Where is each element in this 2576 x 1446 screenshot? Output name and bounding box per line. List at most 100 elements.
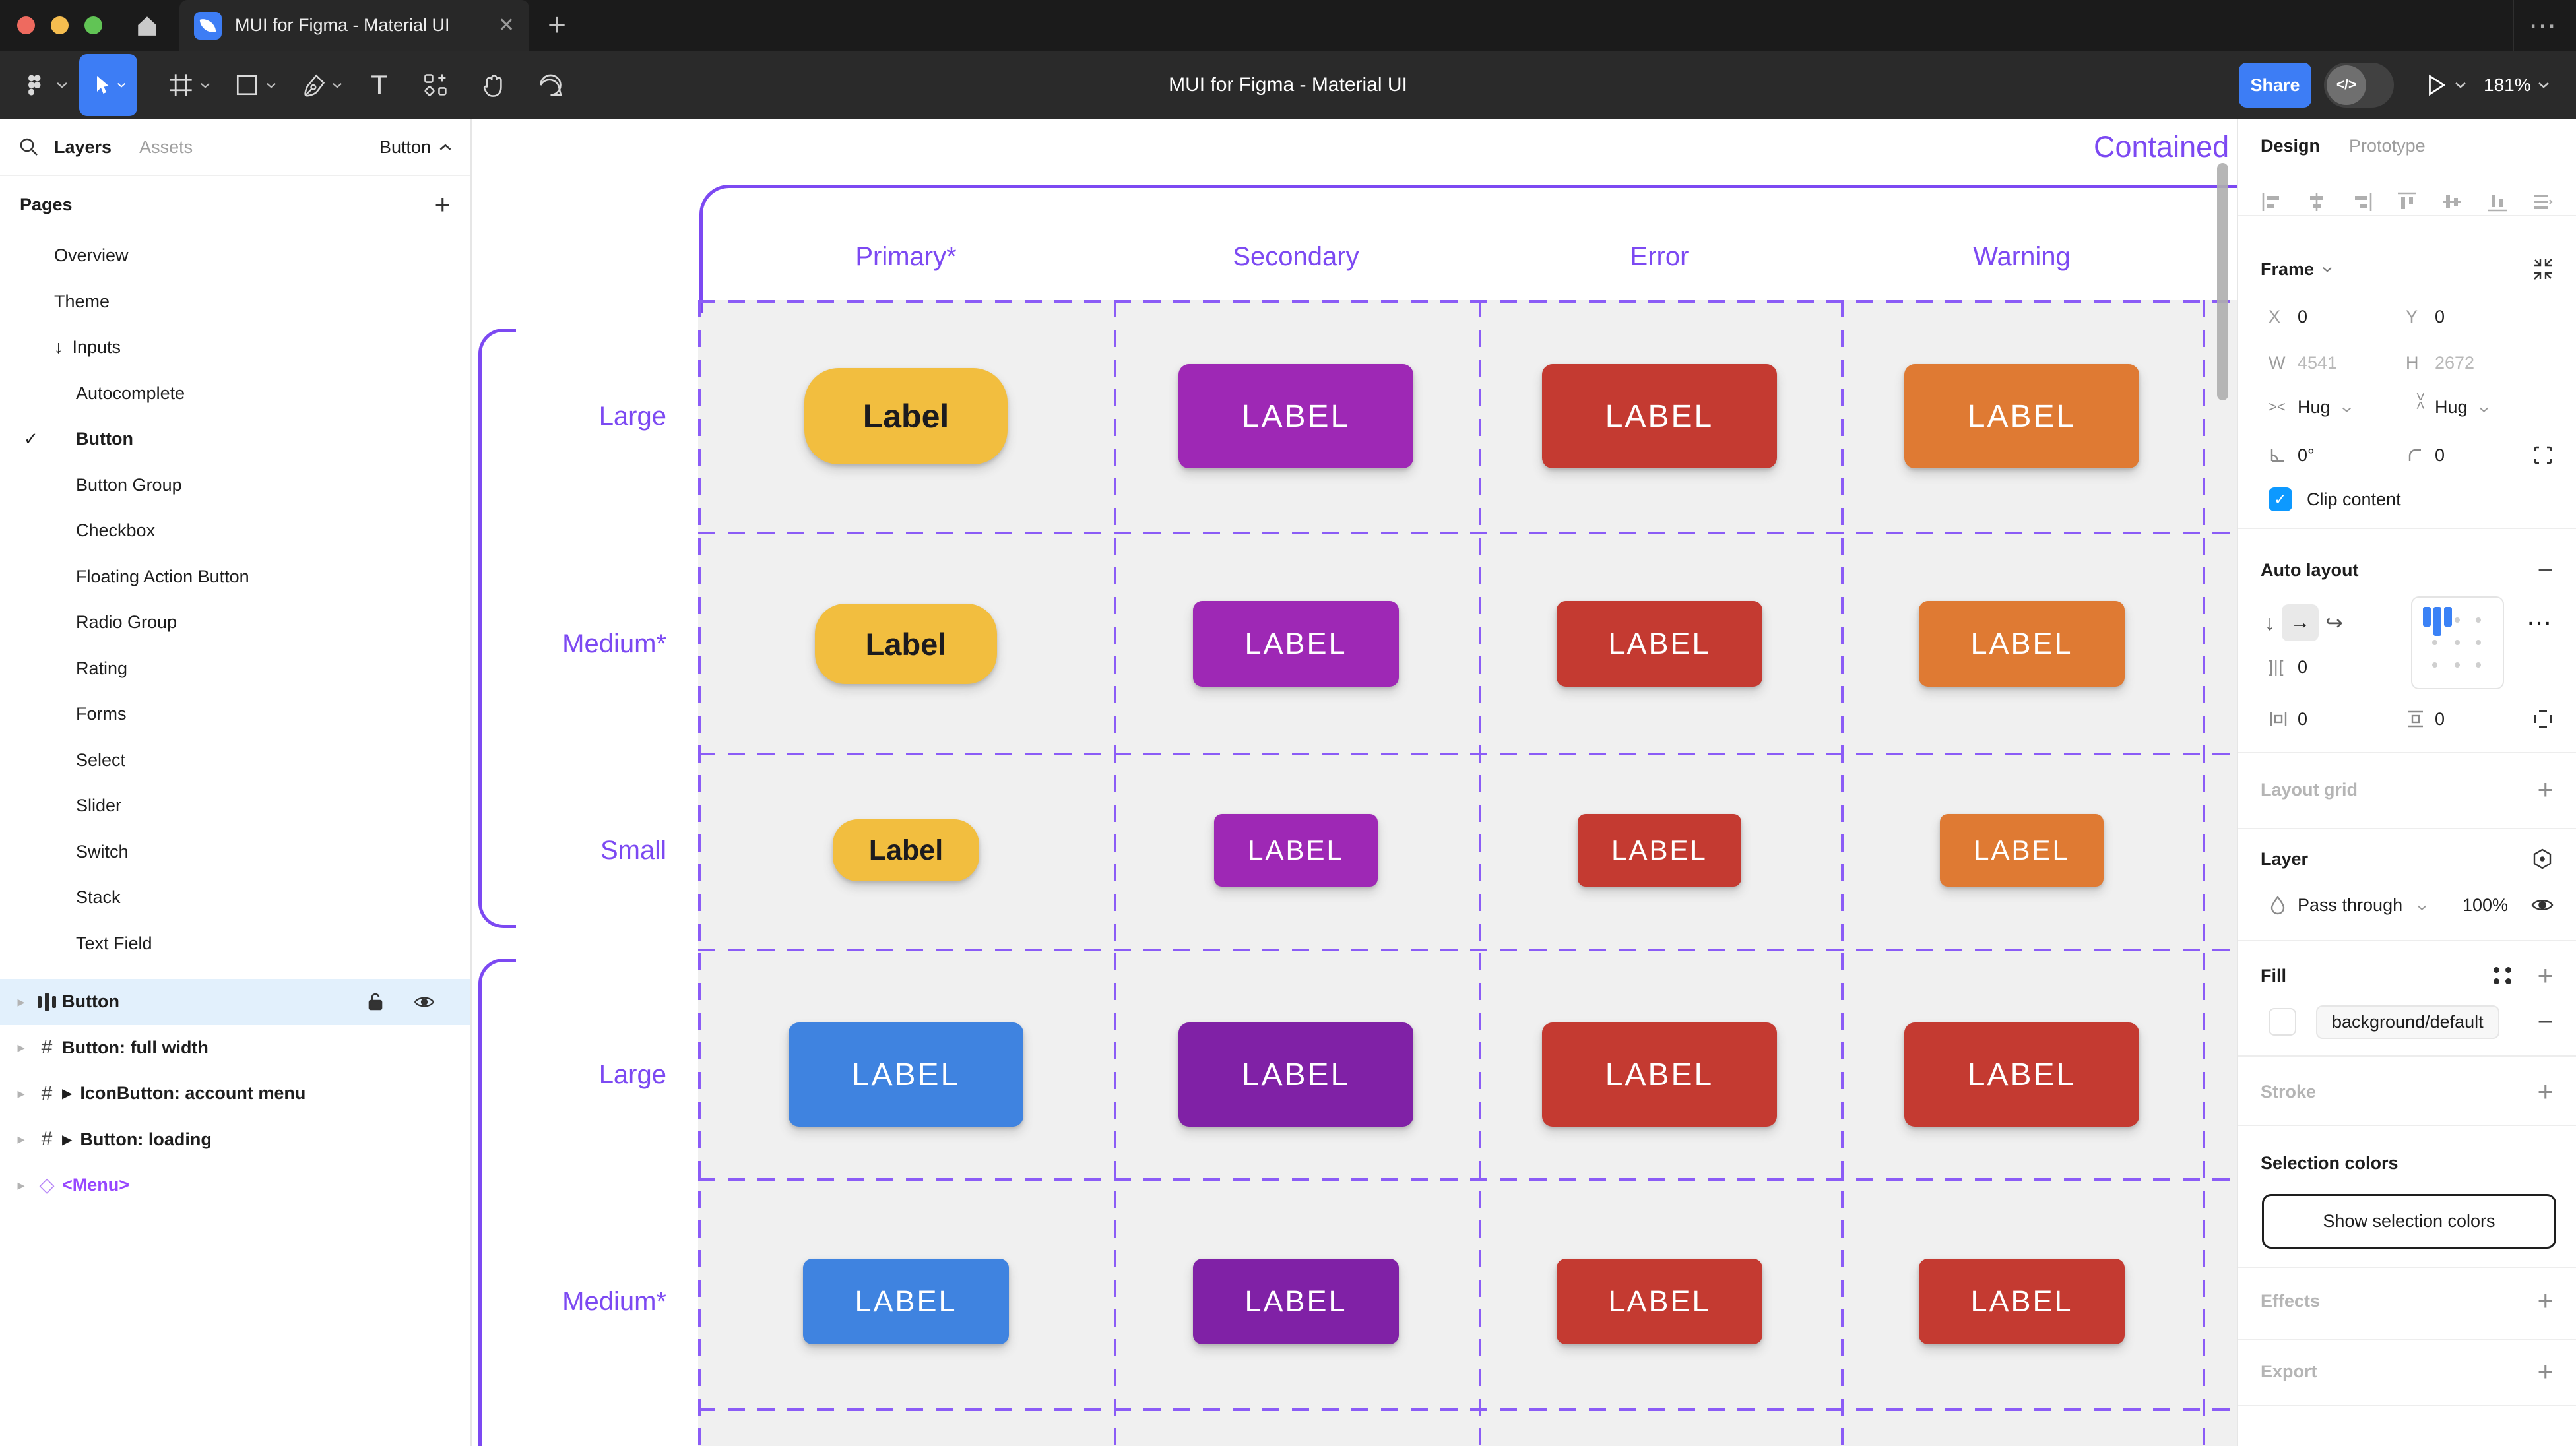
- h-resize-dropdown[interactable]: Hug: [2298, 397, 2406, 418]
- search-icon[interactable]: [18, 137, 40, 158]
- tab-assets[interactable]: Assets: [139, 137, 193, 157]
- vertical-padding-field[interactable]: 0: [2435, 708, 2445, 729]
- opacity-field[interactable]: 100%: [2463, 895, 2509, 915]
- add-effect-button[interactable]: +: [2537, 1285, 2554, 1316]
- zoom-menu[interactable]: 181%: [2484, 51, 2550, 119]
- frame-type-dropdown[interactable]: Frame: [2261, 259, 2315, 279]
- unlock-icon[interactable]: [366, 992, 385, 1012]
- align-right-icon[interactable]: [2351, 191, 2373, 213]
- new-tab-button[interactable]: +: [547, 8, 567, 43]
- show-selection-colors-button[interactable]: Show selection colors: [2262, 1194, 2556, 1249]
- shape-tool-chevron-icon[interactable]: [264, 51, 278, 119]
- canvas-button-small-col2[interactable]: LABEL: [1214, 814, 1378, 887]
- styles-icon[interactable]: [2494, 967, 2512, 984]
- remove-auto-layout-button[interactable]: −: [2537, 554, 2554, 585]
- menu-chevron-icon[interactable]: [54, 51, 70, 119]
- sidebar-page-floating-action-button[interactable]: Floating Action Button: [0, 554, 470, 600]
- distribute-icon[interactable]: [2531, 191, 2554, 213]
- frame-tool-button[interactable]: [165, 51, 197, 119]
- y-position-field[interactable]: 0: [2435, 306, 2445, 327]
- sidebar-page-overview[interactable]: Overview: [0, 233, 470, 279]
- individual-padding-icon[interactable]: [2532, 708, 2554, 730]
- canvas-button-medium-col4[interactable]: LABEL: [1919, 601, 2125, 687]
- shape-tool-button[interactable]: [231, 51, 263, 119]
- sidebar-page-inputs[interactable]: ↓Inputs: [0, 325, 470, 371]
- expand-chevron-icon[interactable]: ▸: [17, 1131, 25, 1148]
- tab-prototype[interactable]: Prototype: [2349, 135, 2426, 156]
- section-label[interactable]: Contained: [2094, 130, 2230, 164]
- layer-row-button[interactable]: ▸Button: [0, 979, 470, 1025]
- visibility-icon[interactable]: [2531, 896, 2554, 914]
- sidebar-page-select[interactable]: Select: [0, 738, 470, 784]
- pen-tool-chevron-icon[interactable]: [330, 51, 344, 119]
- canvas-button-large-col1[interactable]: Label: [804, 368, 1008, 464]
- main-menu-button[interactable]: [16, 51, 53, 119]
- remove-fill-button[interactable]: −: [2537, 1006, 2554, 1037]
- x-position-field[interactable]: 0: [2298, 306, 2308, 327]
- sidebar-page-rating[interactable]: Rating: [0, 646, 470, 692]
- canvas-button-medium-col3[interactable]: LABEL: [1557, 1259, 1762, 1344]
- canvas-button-medium-col4[interactable]: LABEL: [1919, 1259, 2125, 1344]
- auto-layout-more-icon[interactable]: ⋯: [2527, 609, 2554, 637]
- sidebar-page-autocomplete[interactable]: Autocomplete: [0, 371, 470, 417]
- fill-color-swatch[interactable]: [2269, 1008, 2296, 1036]
- hand-tool-button[interactable]: [476, 51, 509, 119]
- independent-corners-icon[interactable]: [2532, 445, 2554, 466]
- align-bottom-icon[interactable]: [2486, 191, 2509, 213]
- present-chevron-icon[interactable]: [2455, 81, 2466, 89]
- blend-mode-dropdown[interactable]: Pass through: [2298, 895, 2427, 916]
- sidebar-page-checkbox[interactable]: Checkbox: [0, 508, 470, 554]
- layer-row--menu-[interactable]: ▸◇<Menu>: [0, 1162, 470, 1209]
- layer-row-iconbutton-account-menu[interactable]: ▸#▶IconButton: account menu: [0, 1071, 470, 1117]
- zoom-window-button[interactable]: [84, 16, 102, 34]
- canvas-button-small-col4[interactable]: LABEL: [1940, 814, 2104, 887]
- text-tool-button[interactable]: T: [364, 51, 395, 119]
- sidebar-page-forms[interactable]: Forms: [0, 691, 470, 738]
- add-fill-button[interactable]: +: [2537, 960, 2554, 991]
- pen-tool-button[interactable]: [298, 51, 330, 119]
- sidebar-page-text-field[interactable]: Text Field: [0, 921, 470, 967]
- rotation-field[interactable]: 0°: [2298, 445, 2315, 465]
- canvas-button-large-col4[interactable]: LABEL: [1904, 364, 2139, 468]
- present-button[interactable]: [2426, 73, 2447, 97]
- corner-radius-field[interactable]: 0: [2435, 445, 2445, 465]
- sidebar-page-radio-group[interactable]: Radio Group: [0, 600, 470, 646]
- align-v-center-icon[interactable]: [2441, 191, 2463, 213]
- close-tab-icon[interactable]: ✕: [498, 15, 515, 36]
- move-tool-button[interactable]: [79, 54, 137, 116]
- gap-field[interactable]: 0: [2298, 656, 2308, 677]
- clip-content-checkbox[interactable]: ✓: [2269, 487, 2292, 511]
- add-stroke-button[interactable]: +: [2537, 1076, 2554, 1107]
- width-field[interactable]: 4541: [2298, 352, 2338, 373]
- layout-horizontal-icon[interactable]: →: [2282, 604, 2319, 641]
- collapse-panel-icon[interactable]: [2532, 259, 2554, 280]
- eye-icon[interactable]: [414, 994, 435, 1010]
- close-window-button[interactable]: [17, 16, 35, 34]
- layout-wrap-icon[interactable]: ↩: [2325, 611, 2343, 635]
- align-left-icon[interactable]: [2261, 191, 2283, 213]
- file-tab[interactable]: MUI for Figma - Material UI ✕: [179, 0, 529, 51]
- canvas-button-small-col1[interactable]: Label: [833, 819, 979, 881]
- horizontal-padding-field[interactable]: 0: [2298, 708, 2308, 729]
- canvas-scrollbar[interactable]: [2217, 163, 2228, 400]
- tab-layers[interactable]: Layers: [54, 137, 112, 157]
- sidebar-page-button-group[interactable]: Button Group: [0, 462, 470, 509]
- canvas-button-large-col4[interactable]: LABEL: [1904, 1022, 2139, 1127]
- align-h-center-icon[interactable]: [2305, 191, 2328, 213]
- page-selector[interactable]: Button: [379, 137, 452, 158]
- share-button[interactable]: Share: [2239, 63, 2311, 108]
- sidebar-page-button[interactable]: ✓Button: [0, 416, 470, 462]
- add-export-button[interactable]: +: [2537, 1356, 2554, 1387]
- canvas-button-large-col1[interactable]: LABEL: [789, 1022, 1023, 1127]
- layer-row-button-full-width[interactable]: ▸#Button: full width: [0, 1025, 470, 1071]
- fill-token-chip[interactable]: background/default: [2316, 1005, 2499, 1039]
- tab-design[interactable]: Design: [2261, 135, 2321, 156]
- frame-tool-chevron-icon[interactable]: [198, 51, 212, 119]
- add-layout-grid-button[interactable]: +: [2537, 774, 2554, 805]
- component-inspect-icon[interactable]: [2531, 848, 2554, 870]
- v-resize-dropdown[interactable]: Hug: [2435, 397, 2543, 418]
- layer-row-button-loading[interactable]: ▸#▶Button: loading: [0, 1117, 470, 1163]
- height-field[interactable]: 2672: [2435, 352, 2475, 373]
- sidebar-page-switch[interactable]: Switch: [0, 829, 470, 875]
